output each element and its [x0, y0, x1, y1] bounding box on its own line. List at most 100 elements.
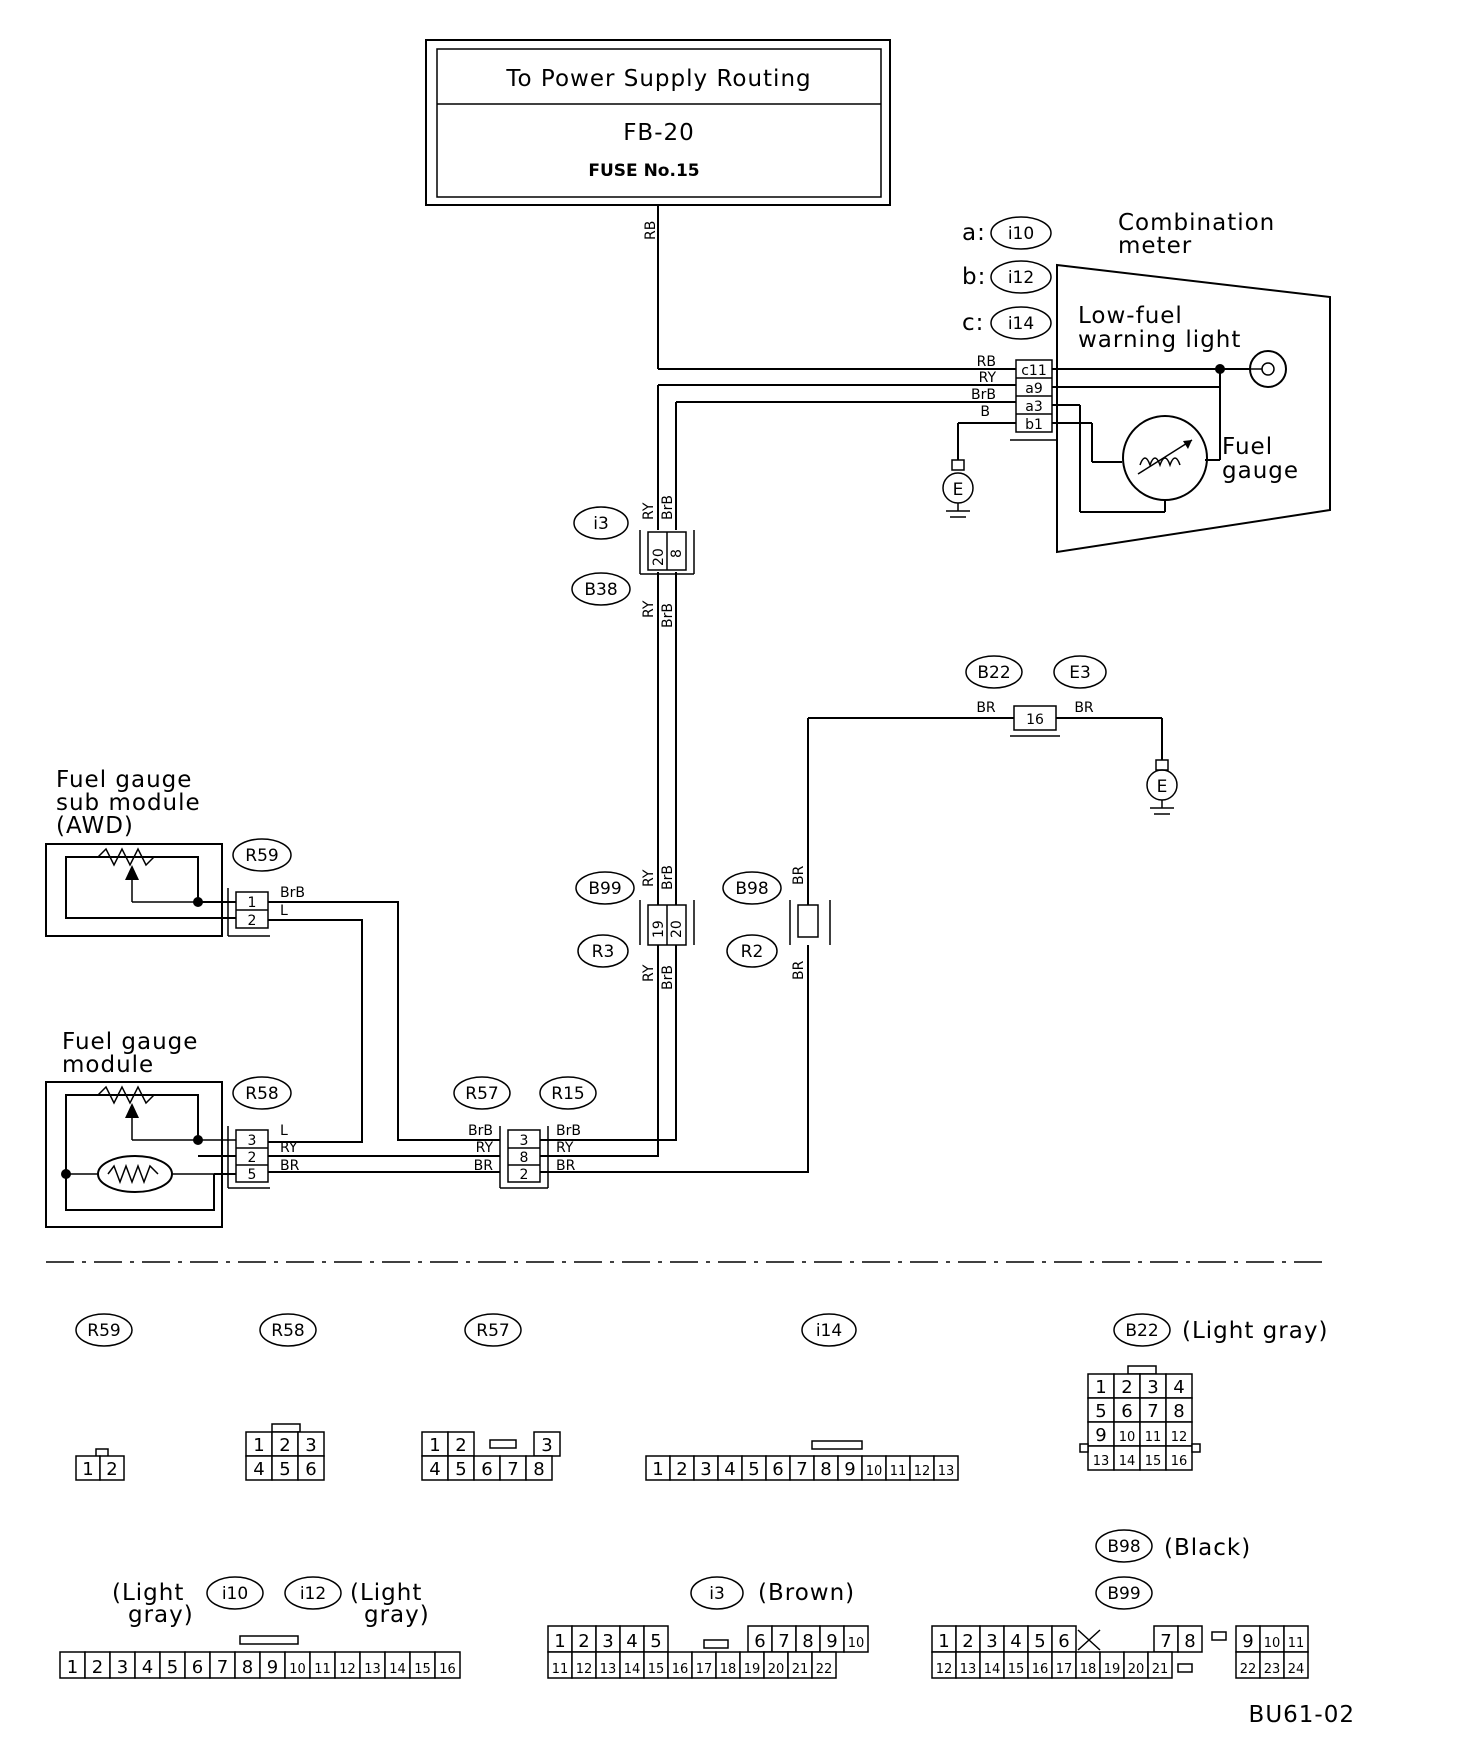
b99-pin-4: 4 — [1010, 1631, 1021, 1652]
b22-pin-11: 11 — [1145, 1430, 1162, 1445]
svg-text:1: 1 — [248, 895, 257, 911]
i10-pin-15: 15 — [414, 1662, 431, 1677]
view-tag-i10 — [206, 1576, 264, 1610]
i10-pin-5: 5 — [167, 1657, 178, 1678]
i3-pin-10: 10 — [848, 1636, 865, 1651]
svg-text:R59: R59 — [245, 846, 278, 866]
i3-pin-11: 11 — [552, 1662, 569, 1677]
wire-label-br: BR — [1074, 700, 1094, 716]
connector-tag-r57 — [453, 1076, 511, 1110]
svg-text:i14: i14 — [816, 1321, 842, 1341]
b22-pin-14: 14 — [1119, 1454, 1136, 1469]
i3-pin-3: 3 — [602, 1631, 613, 1652]
wire-label-brb: BrB — [660, 965, 676, 990]
svg-text:2: 2 — [248, 913, 257, 929]
b22-pin-13: 13 — [1093, 1454, 1110, 1469]
b22-pin-6: 6 — [1121, 1401, 1132, 1422]
wire-label-ry: RY — [476, 1140, 494, 1156]
i14-pin-2: 2 — [676, 1459, 687, 1480]
b22-pin-1: 1 — [1095, 1377, 1106, 1398]
wire-brb-sub — [268, 901, 500, 1141]
i3-pin-20: 20 — [768, 1662, 785, 1677]
r59-pin-1: 1 — [82, 1459, 93, 1480]
fuel-gauge-dial — [1122, 415, 1208, 501]
fuse-label: FUSE No.15 — [588, 161, 699, 181]
view-tag-i12 — [284, 1576, 342, 1610]
b22-pin-3: 3 — [1147, 1377, 1158, 1398]
svg-text:RB: RB — [977, 354, 996, 370]
i3-pin-15: 15 — [648, 1662, 665, 1677]
connector-r58-pins: 3 2 5 — [227, 1126, 270, 1189]
connector-r59-pins: 1 2 — [227, 888, 270, 937]
i3-pin-5: 5 — [650, 1631, 661, 1652]
wire-br — [807, 717, 1163, 1170]
svg-text:(AWD): (AWD) — [56, 813, 134, 839]
view-tag-i3 — [690, 1576, 744, 1610]
svg-text:R57: R57 — [476, 1321, 509, 1341]
view-tag-r59 — [75, 1313, 133, 1347]
svg-text:R58: R58 — [245, 1084, 278, 1104]
connector-tag-r2 — [726, 934, 778, 968]
svg-text:3: 3 — [248, 1133, 257, 1149]
r57-pin-4: 4 — [429, 1459, 440, 1480]
svg-text:Fuel gauge: Fuel gauge — [62, 1029, 198, 1055]
r58-pin-5: 5 — [279, 1459, 290, 1480]
wire-label-brb: BrB — [280, 885, 305, 901]
b99-pin-5: 5 — [1034, 1631, 1045, 1652]
b99-pin-23: 23 — [1264, 1662, 1281, 1677]
wire-br-out — [540, 1170, 809, 1173]
svg-text:a:: a: — [962, 220, 986, 246]
i14-pin-5: 5 — [748, 1459, 759, 1480]
wire-label-brb: BrB — [660, 495, 676, 520]
r58-pin-6: 6 — [305, 1459, 316, 1480]
i3-pin-6: 6 — [754, 1631, 765, 1652]
connector-tag-r59 — [232, 838, 292, 872]
b99-pin-11: 11 — [1288, 1636, 1305, 1651]
svg-text:8: 8 — [520, 1150, 529, 1166]
i3-pin-21: 21 — [792, 1662, 809, 1677]
b99-pin-21: 21 — [1152, 1662, 1169, 1677]
b98-color: (Black) — [1164, 1535, 1251, 1561]
wire-trunk — [657, 384, 1016, 1135]
view-tag-r57 — [464, 1313, 522, 1347]
wire-label-ry: RY — [556, 1140, 574, 1156]
i3-pin-8: 8 — [802, 1631, 813, 1652]
svg-text:gauge: gauge — [1222, 458, 1299, 484]
svg-text:20: 20 — [651, 548, 667, 566]
connector-i3-b38: 20 8 — [639, 530, 695, 575]
wire-label-l: L — [280, 1123, 288, 1139]
svg-text:B38: B38 — [584, 580, 617, 600]
wire-label-rb: RB — [643, 221, 659, 240]
svg-text:BrB: BrB — [971, 387, 996, 403]
connector-tag-r15 — [539, 1076, 597, 1110]
b99-pin-8: 8 — [1184, 1631, 1195, 1652]
connector-tag-i12 — [990, 260, 1052, 294]
i10-pin-4: 4 — [142, 1657, 153, 1678]
b99-pin-2: 2 — [962, 1631, 973, 1652]
i3-pin-9: 9 — [826, 1631, 837, 1652]
connector-tag-r58 — [232, 1076, 292, 1110]
svg-text:a9: a9 — [1025, 381, 1043, 397]
fuel-gauge-module: Fuel gauge module — [45, 1029, 236, 1228]
svg-text:i3: i3 — [593, 514, 609, 534]
combination-meter: Combination meter a: i10 b: i12 c: i14 L… — [962, 210, 1331, 554]
connector-b22-e3: 16 — [1010, 705, 1060, 737]
r58-pin-4: 4 — [253, 1459, 264, 1480]
r59-pin-2: 2 — [106, 1459, 117, 1480]
b99-pin-1: 1 — [938, 1631, 949, 1652]
b99-pin-13: 13 — [960, 1662, 977, 1677]
svg-text:c:: c: — [962, 310, 984, 336]
i10-pin-11: 11 — [314, 1662, 331, 1677]
view-tag-r58 — [259, 1313, 317, 1347]
r58-pin-3: 3 — [305, 1435, 316, 1456]
wire-label-br: BR — [791, 960, 807, 980]
svg-text:B98: B98 — [735, 879, 768, 899]
b99-pin-6: 6 — [1058, 1631, 1069, 1652]
wire-label-ry: RY — [641, 502, 657, 520]
b22-pin-5: 5 — [1095, 1401, 1106, 1422]
b99-pin-3: 3 — [986, 1631, 997, 1652]
svg-text:Fuel: Fuel — [1222, 434, 1273, 460]
b22-color: (Light gray) — [1182, 1318, 1328, 1344]
